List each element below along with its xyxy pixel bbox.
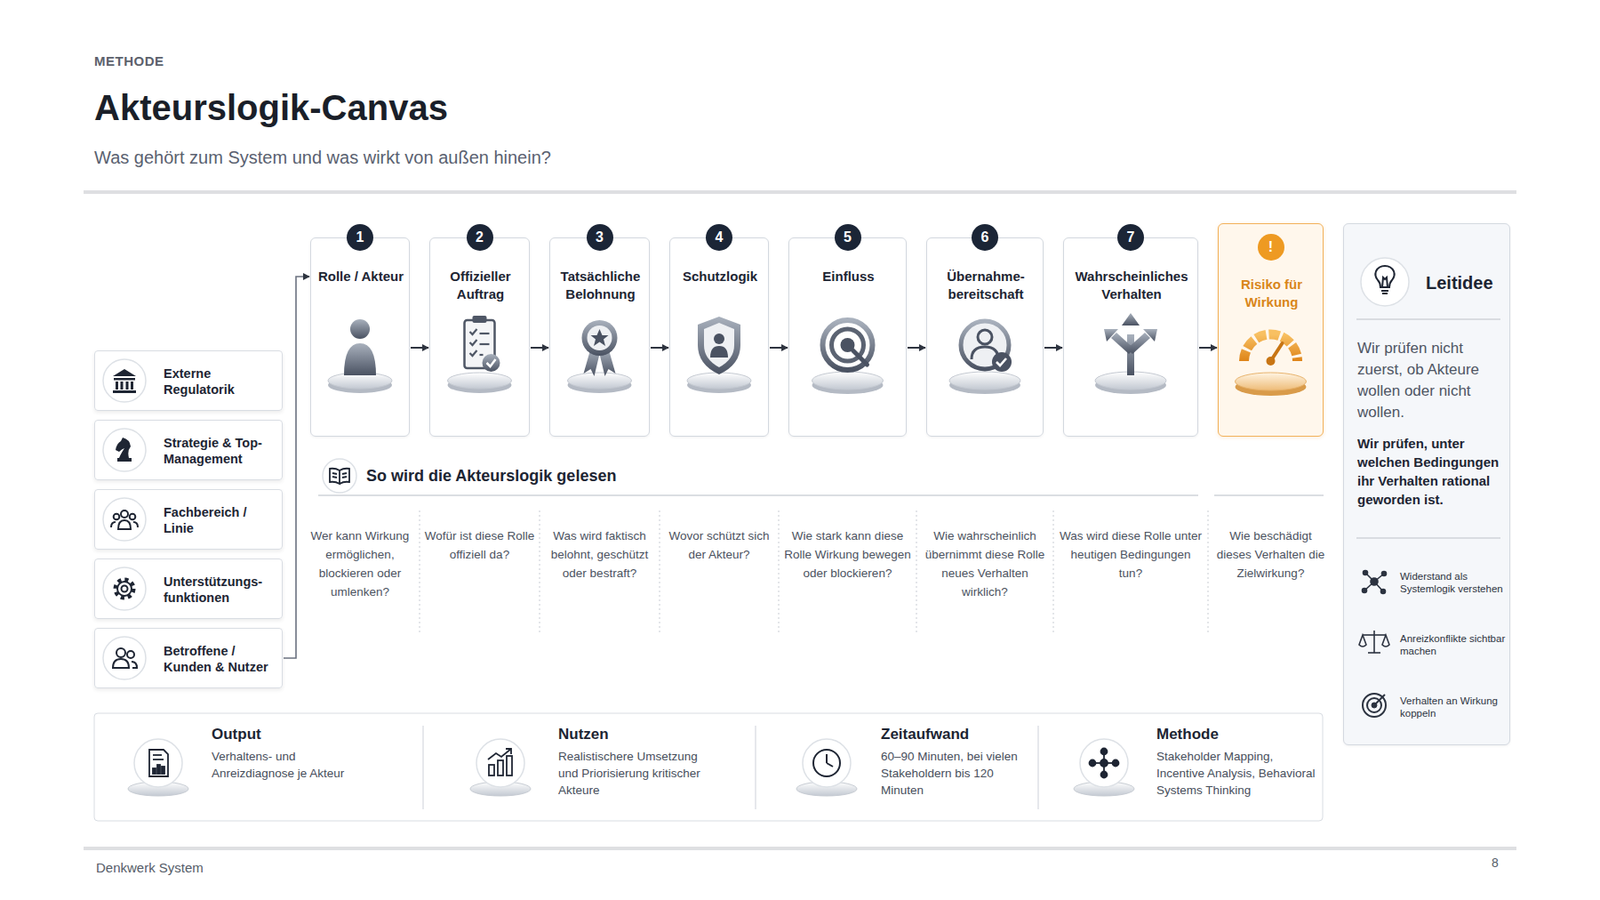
actor-group-box: Fachbereich / Linie xyxy=(94,488,283,550)
summary-heading: Methode xyxy=(1156,724,1320,744)
panel-emphasis: Wir prüfen, unter welchen Bedingungen ih… xyxy=(1357,433,1509,509)
reading-section-art xyxy=(318,458,1324,633)
flow-arrow xyxy=(907,346,926,349)
flow-arrow xyxy=(769,346,788,349)
step-number: 6 xyxy=(971,224,999,251)
flow-arrow xyxy=(1199,346,1217,349)
actor-group-box: Strategie & Top-Management xyxy=(94,419,283,480)
summary-item: OutputVerhaltens- und Anreizdiagnose je … xyxy=(211,724,368,814)
leitidee-panel-fill xyxy=(1343,223,1511,745)
step-title: Übernahme- bereitschaft xyxy=(930,267,1041,304)
summary-panel xyxy=(94,712,1323,821)
step-card: 3Tatsächliche Belohnung xyxy=(549,237,650,437)
step-title: Offizieller Auftrag xyxy=(433,267,528,304)
risk-marker: ! xyxy=(1257,233,1285,261)
footer-label: Denkwerk System xyxy=(96,859,363,876)
step-title: Tatsächliche Belohnung xyxy=(553,267,648,304)
flow-arrow xyxy=(530,346,549,349)
kicker-label: METHODE xyxy=(94,53,361,70)
group-label: Betroffene / Kunden & Nutzer xyxy=(163,642,277,675)
panel-text: Wir prüfen nicht zuerst, ob Akteure woll… xyxy=(1357,337,1509,424)
flow-arrow xyxy=(283,276,310,658)
step-number: 4 xyxy=(705,224,733,251)
group-label: Strategie & Top-Management xyxy=(163,434,277,467)
summary-item: MethodeStakeholder Mapping, Incentive An… xyxy=(1156,724,1320,814)
title: Akteurslogik-Canvas xyxy=(94,87,895,128)
flow-arrow xyxy=(650,346,669,349)
leitidee-panel: LeitideeWir prüfen nicht zuerst, ob Akte… xyxy=(1343,223,1511,745)
actor-group-box: Unterstützungs- funktionen xyxy=(94,558,283,619)
step-title: Rolle / Akteur xyxy=(314,267,408,286)
summary-heading: Zeitaufwand xyxy=(880,724,1034,744)
step-card: 4Schutzlogik xyxy=(669,237,769,437)
reading-question: Wofür ist diese Rolle offiziell da? xyxy=(424,526,536,564)
side-icons xyxy=(103,359,146,680)
step-title: Einfluss xyxy=(792,267,904,286)
step-card: 2Offizieller Auftrag xyxy=(429,237,530,437)
step-card: 5Einfluss xyxy=(788,237,907,437)
step-number: 5 xyxy=(834,224,862,251)
actor-group-box: Betroffene / Kunden & Nutzer xyxy=(94,627,283,688)
step-number: 7 xyxy=(1117,224,1144,251)
summary-separators xyxy=(423,725,1039,809)
reading-question: Wie wahrscheinlich übernimmt diese Rolle… xyxy=(920,526,1049,601)
reading-question: Was wird faktisch belohnt, geschützt ode… xyxy=(544,526,656,583)
principle-item: Anreizkonflikte sichtbar machen xyxy=(1400,632,1509,657)
summary-item: NutzenRealistischere Umsetzung und Prior… xyxy=(558,724,714,814)
principle-item: Widerstand als Systemlogik verstehen xyxy=(1400,569,1509,595)
flow-arrow xyxy=(410,346,429,349)
side-box-fills xyxy=(94,350,283,688)
panel-heading: Leitidee xyxy=(1425,272,1506,294)
pedestals xyxy=(328,371,1307,396)
top-rule xyxy=(83,190,1517,194)
step-number: 2 xyxy=(466,224,494,251)
risk-title: Risiko für Wirkung xyxy=(1222,275,1321,312)
step-number: 1 xyxy=(346,224,374,251)
summary-text: Stakeholder Mapping, Incentive Analysis,… xyxy=(1156,747,1320,799)
step-card: 6Übernahme- bereitschaft xyxy=(926,237,1044,437)
bottom-rule xyxy=(83,846,1517,850)
flow-arrow xyxy=(1044,346,1063,349)
step-card: 7Wahrscheinliches Verhalten xyxy=(1063,237,1199,437)
summary-item: Zeitaufwand 60–90 Minuten, bei vielen Sta… xyxy=(880,724,1034,814)
group-label: Unterstützungs- funktionen xyxy=(163,573,277,606)
step-number: 3 xyxy=(586,224,614,251)
summary-text: Realistischere Umsetzung und Priorisieru… xyxy=(558,747,714,799)
risk-card: ! Risiko für Wirkung xyxy=(1217,223,1324,437)
step-title: Wahrscheinliches Verhalten xyxy=(1067,267,1196,304)
summary-text: Verhaltens- und Anreizdiagnose je Akteur xyxy=(211,747,368,782)
page-number: 8 xyxy=(1491,854,1513,871)
reading-question: Wer kann Wirkung ermöglichen, blockieren… xyxy=(304,526,416,601)
caption: Was gehört zum System und was wirkt von … xyxy=(94,146,895,168)
card-fills xyxy=(310,223,1324,437)
summary-text: 60–90 Minuten, bei vielen Stakeholdern b… xyxy=(880,747,1034,799)
step-card: 1Rolle / Akteur xyxy=(310,237,410,437)
group-label: Externe Regulatorik xyxy=(163,365,277,398)
reading-question: Was wird diese Rolle unter heutigen Bedi… xyxy=(1057,526,1204,583)
actor-group-box: Externe Regulatorik xyxy=(94,350,283,411)
reading-question: Wovor schützt sich der Akteur? xyxy=(664,526,775,564)
reading-question: Wie stark kann diese Rolle Wirkung beweg… xyxy=(783,526,912,583)
step-title: Schutzlogik xyxy=(673,267,767,286)
principle-item: Verhalten an Wirkung koppeln xyxy=(1400,694,1509,720)
section-heading: So wird die Akteurslogik gelesen xyxy=(366,465,811,486)
card-icons xyxy=(328,312,1307,396)
reading-question: Wie beschädigt dieses Verhalten die Ziel… xyxy=(1212,526,1329,583)
summary-heading: Nutzen xyxy=(558,724,714,744)
summary-heading: Output xyxy=(211,724,368,744)
group-label: Fachbereich / Linie xyxy=(163,504,277,536)
